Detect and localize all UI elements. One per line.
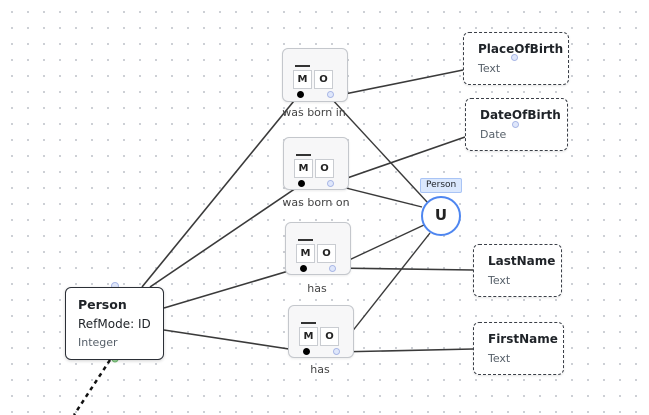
uniqueness-bar (295, 65, 310, 67)
connector-person-fact1 (141, 95, 299, 288)
mandatory-dot (303, 348, 310, 355)
fact-label: has (307, 282, 327, 295)
role-handle (333, 348, 340, 355)
fact-label: has (310, 363, 330, 376)
value-datatype: Text (478, 62, 501, 75)
fact-label: was born in (282, 106, 346, 119)
value-datatype: Text (488, 352, 511, 365)
uniqueness-constraint[interactable]: U (421, 196, 461, 236)
value-datatype: Date (480, 128, 507, 141)
fact-label: was born on (282, 196, 350, 209)
role-handle (327, 91, 334, 98)
fact-type-has-lastname[interactable]: M O (285, 222, 351, 275)
value-name: FirstName (488, 332, 558, 346)
value-handle (512, 121, 519, 128)
entity-datatype: Integer (78, 336, 118, 349)
mandatory-dot (297, 91, 304, 98)
entity-person[interactable]: Person RefMode: ID Integer (65, 287, 164, 360)
fact-type-was-born-in[interactable]: M O (282, 48, 348, 102)
uniqueness-bar (298, 239, 313, 241)
role-box-right[interactable]: O (317, 244, 336, 263)
entity-name: Person (78, 297, 127, 312)
value-name: DateOfBirth (480, 108, 561, 122)
fact-type-has-firstname[interactable]: M O (288, 305, 354, 358)
mandatory-dot (298, 180, 305, 187)
role-box-left[interactable]: M (293, 70, 312, 89)
value-name: PlaceOfBirth (478, 42, 564, 56)
connector-fact2-dateofbirth (329, 136, 466, 185)
value-type-firstname[interactable]: FirstName Text (473, 322, 564, 375)
connector-person-fact4 (163, 329, 303, 352)
connector-fact3-lastname (331, 267, 474, 271)
role-box-right[interactable]: O (320, 327, 339, 346)
fact-type-was-born-on[interactable]: M O (283, 137, 349, 190)
role-box-left[interactable]: M (296, 244, 315, 263)
value-type-dateofbirth[interactable]: DateOfBirth Date (465, 98, 568, 151)
value-datatype: Text (488, 274, 511, 287)
entity-refmode: RefMode: ID (78, 317, 151, 331)
role-handle (329, 265, 336, 272)
role-box-right[interactable]: O (314, 70, 333, 89)
role-handle (327, 180, 334, 187)
value-type-lastname[interactable]: LastName Text (473, 244, 562, 297)
role-box-left[interactable]: M (299, 327, 318, 346)
constraint-tag: Person (420, 178, 463, 193)
value-handle (511, 54, 518, 61)
value-name: LastName (488, 254, 556, 268)
connector-fact1-placeofbirth (329, 69, 464, 98)
connector-fact4-firstname (335, 348, 474, 353)
role-box-right[interactable]: O (315, 159, 334, 178)
role-box-left[interactable]: M (294, 159, 313, 178)
uniqueness-bar (301, 322, 316, 324)
uniqueness-bar (296, 154, 311, 156)
mandatory-dot (300, 265, 307, 272)
dashed-connector (72, 359, 112, 415)
